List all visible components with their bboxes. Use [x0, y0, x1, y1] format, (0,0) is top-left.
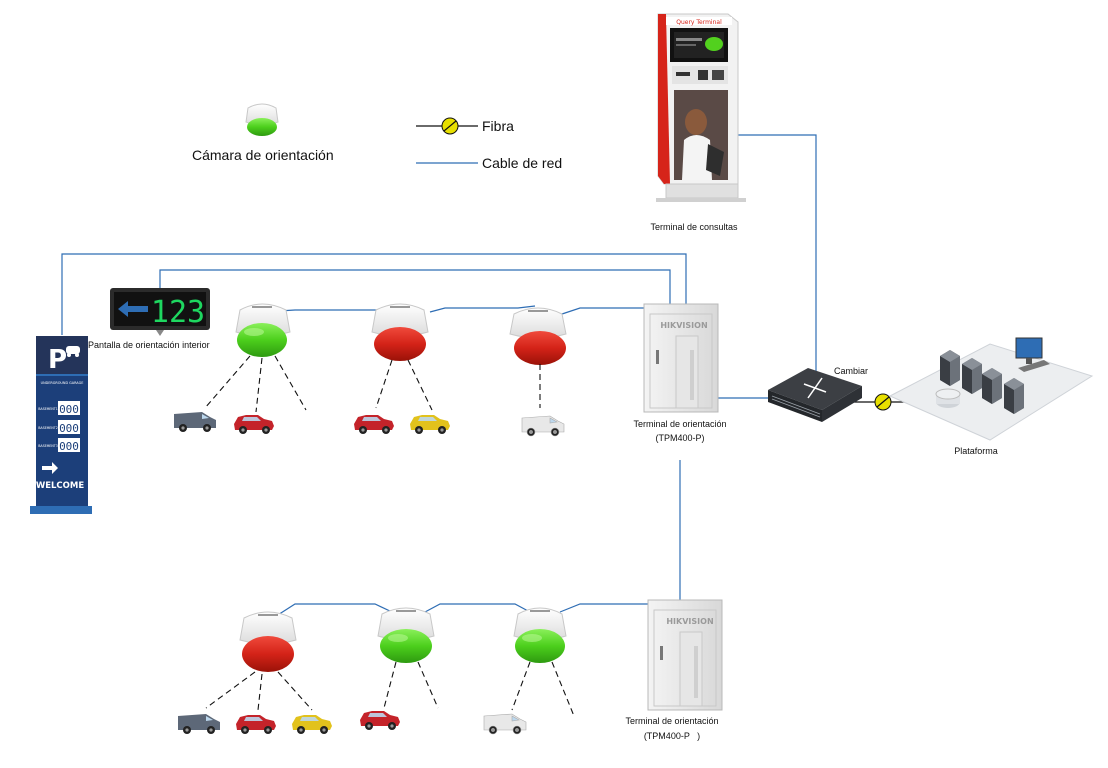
cable-display-to-terminal [159, 269, 671, 305]
legend-fiber-label: Fibra [482, 118, 514, 134]
cable-cam3-terminal [561, 307, 645, 315]
kiosk-label: Terminal de consultas [650, 222, 738, 232]
camera [235, 303, 291, 357]
switch-label: Cambiar [834, 366, 869, 376]
terminal-model: (TPM400-P) [655, 433, 705, 443]
parking-sign: P UNDERGROUND GARAGE BASEMENT1 BASEMENT2… [30, 336, 92, 514]
terminal-label: Terminal de orientación [633, 419, 727, 429]
sign-row-value: 000 [59, 403, 79, 416]
cable-kiosk-switch [734, 134, 817, 372]
terminal-label: Terminal de orientación [625, 716, 719, 726]
switch-icon [768, 368, 862, 422]
terminal-model: (TPM400-P ) [643, 731, 701, 741]
sign-row-label: BASEMENT1 [38, 407, 58, 411]
terminal-brand: HIKVISION [666, 617, 713, 626]
vehicle [236, 715, 276, 734]
legend-camera-icon [245, 103, 279, 136]
guidance-terminal: HIKVISION [647, 599, 723, 711]
kiosk-header: Query Terminal [676, 19, 722, 26]
arrow-right-icon [42, 462, 58, 474]
camera [377, 607, 435, 663]
cable-row2-cam3-terminal [559, 603, 650, 613]
fiber-marker-platform [874, 393, 892, 411]
detection-lines-row1 [204, 355, 541, 413]
indoor-display-number: 123 [151, 295, 205, 330]
sign-row-value: 000 [59, 440, 79, 453]
camera [513, 607, 567, 663]
vehicle [410, 415, 450, 434]
cable-row2-cam2-cam3 [424, 603, 531, 613]
cable-sign-to-terminal [61, 253, 687, 335]
vehicle [483, 713, 527, 735]
platform-label: Plataforma [954, 446, 998, 456]
cable-row2-cam1-cam2 [269, 603, 393, 621]
sign-title: UNDERGROUND GARAGE [41, 381, 84, 385]
vehicle [292, 715, 332, 734]
legend-network-cable-label: Cable de red [482, 155, 563, 171]
cable-cam2-cam3 [429, 305, 536, 313]
vehicle [360, 711, 400, 730]
kiosk-icon: Query Terminal [656, 13, 746, 202]
sign-welcome: WELCOME [36, 481, 85, 491]
camera [371, 303, 429, 361]
fiber-marker-legend [441, 117, 459, 135]
guidance-terminal: HIKVISION [643, 303, 719, 413]
vehicle [354, 415, 394, 434]
detection-lines-row2 [205, 661, 575, 717]
indoor-display-icon: 123 [110, 288, 210, 336]
indoor-display-label: Pantalla de orientación interior [88, 340, 210, 350]
sign-row-label: BASEMENT3 [38, 444, 58, 448]
vehicle [234, 415, 274, 434]
sign-row-value: 000 [59, 422, 79, 435]
vehicle [178, 714, 220, 734]
terminal-brand: HIKVISION [660, 321, 707, 330]
vehicle [521, 415, 565, 437]
sign-p-letter: P [48, 345, 67, 375]
legend-camera-label: Cámara de orientación [192, 147, 334, 163]
sign-row-label: BASEMENT2 [38, 426, 58, 430]
camera [239, 611, 297, 672]
camera [509, 307, 567, 365]
vehicle [174, 412, 216, 432]
platform-icon [888, 337, 1094, 441]
